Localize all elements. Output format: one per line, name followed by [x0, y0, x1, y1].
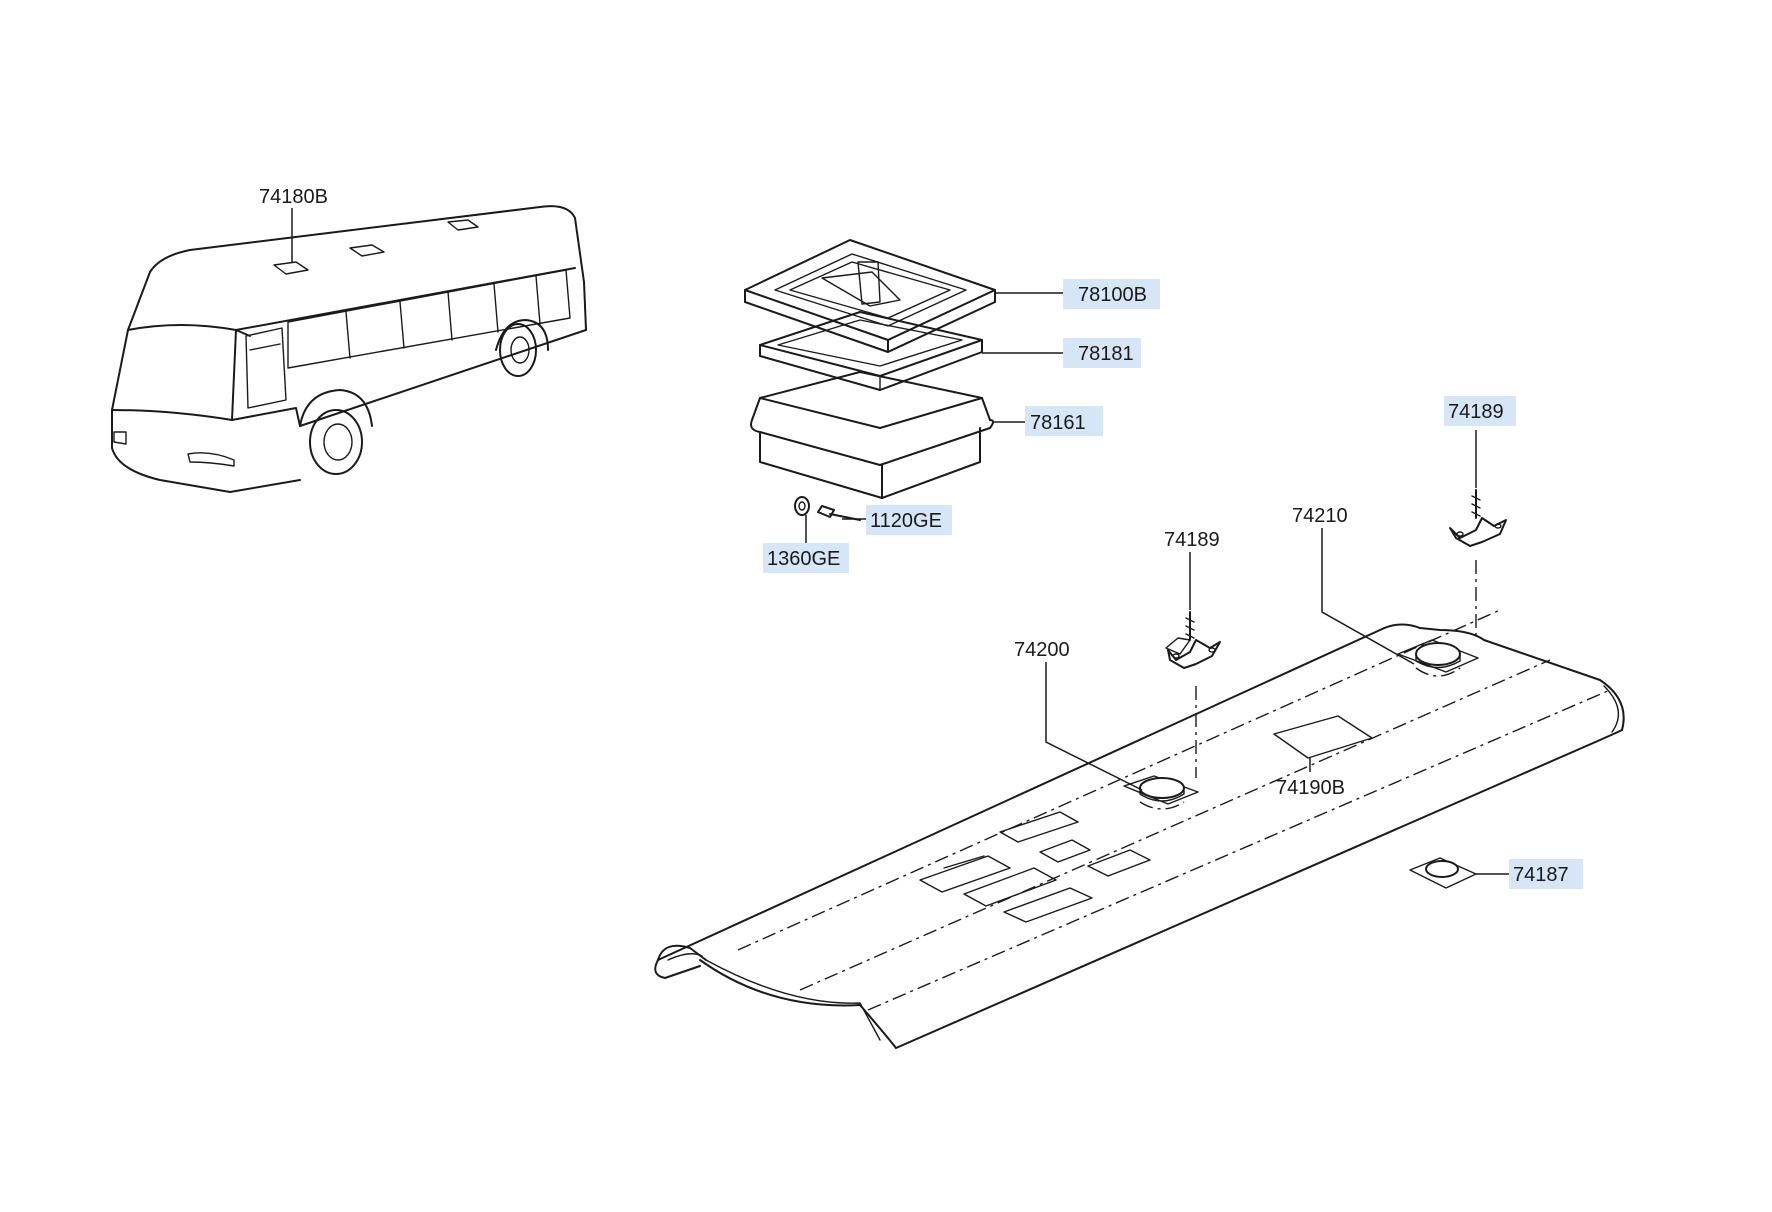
label-1120ge: 1120GE — [870, 510, 942, 532]
label-78161: 78161 — [1030, 412, 1086, 434]
label-1360ge: 1360GE — [767, 548, 840, 570]
label-74210: 74210 — [1292, 505, 1348, 527]
roof-hatch-assembly — [744, 239, 996, 521]
label-78100b: 78100B — [1078, 284, 1147, 306]
label-74180b: 74180B — [259, 186, 328, 208]
bus-illustration — [111, 205, 587, 493]
callout-74189-center: 74189 — [1164, 529, 1220, 610]
label-78181: 78181 — [1078, 343, 1134, 365]
label-74189-center: 74189 — [1164, 529, 1220, 551]
callout-74187: 74187 — [1476, 859, 1583, 889]
callout-78161: 78161 — [992, 406, 1103, 436]
callout-74189-right: 74189 — [1444, 396, 1516, 488]
callout-74180b: 74180B — [259, 186, 328, 262]
callout-74200: 74200 — [1014, 639, 1143, 791]
label-74190b: 74190B — [1276, 777, 1345, 799]
callout-78181: 78181 — [982, 338, 1141, 368]
callout-78100b: 78100B — [995, 279, 1160, 309]
clip-right — [1449, 489, 1507, 640]
callout-1360ge: 1360GE — [763, 515, 849, 573]
roof-panel — [654, 609, 1625, 1049]
label-74187: 74187 — [1513, 864, 1569, 886]
callout-1120ge: 1120GE — [842, 505, 952, 535]
clip-center — [1165, 611, 1221, 778]
label-74200: 74200 — [1014, 639, 1070, 661]
callout-74210: 74210 — [1292, 505, 1415, 665]
label-74189-right: 74189 — [1448, 401, 1504, 423]
callout-74190b: 74190B — [1276, 758, 1345, 799]
